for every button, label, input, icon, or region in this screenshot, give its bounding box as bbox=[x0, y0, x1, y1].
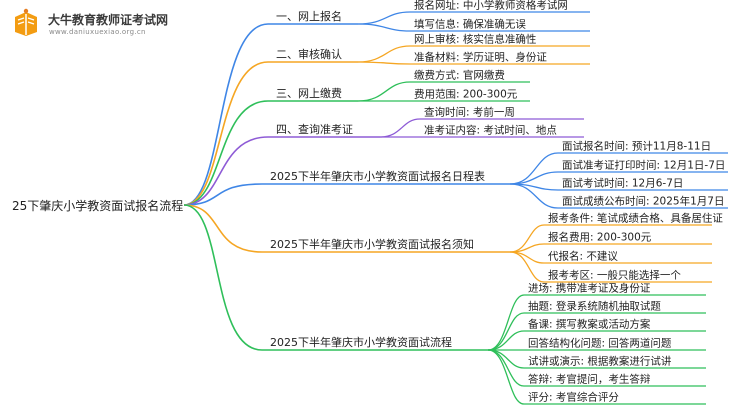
branch-label-5: 2025下半年肇庆市小学教资面试报名日程表 bbox=[270, 169, 485, 183]
logo-url: www.daniuxuexiao.org.cn bbox=[49, 28, 146, 36]
leaf-label: 查询时间: 考前一周 bbox=[424, 106, 515, 119]
leaf-connector-5-2 bbox=[509, 171, 559, 185]
root-node-label: 25下肇庆小学教资面试报名流程 bbox=[12, 198, 183, 213]
leaf-label: 抽题: 登录系统随机抽取试题 bbox=[528, 300, 661, 313]
branch-connector-7 bbox=[183, 204, 263, 351]
leaf-connector-6-4 bbox=[509, 251, 545, 283]
leaf-label: 报名费用: 200-300元 bbox=[548, 231, 652, 244]
leaf-label: 答辩: 考官提问，考生答辩 bbox=[528, 373, 651, 386]
leaf-label: 填写信息: 确保准确无误 bbox=[414, 18, 526, 31]
branch-connector-4 bbox=[183, 136, 269, 206]
logo-title: 大牛教育教师证考试网 bbox=[48, 13, 169, 27]
leaf-label: 进场: 携带准考证及身份证 bbox=[528, 282, 651, 295]
leaf-label: 准考证内容: 考试时间、地点 bbox=[424, 124, 557, 137]
branch-label-3: 三、网上缴费 bbox=[276, 86, 342, 100]
leaf-connector-1-1 bbox=[357, 11, 411, 25]
leaf-connector-1-2 bbox=[357, 23, 411, 32]
leaf-label: 代报名: 不建议 bbox=[548, 250, 618, 263]
branch-label-6: 2025下半年肇庆市小学教资面试报名须知 bbox=[270, 237, 474, 251]
leaf-label: 报名网址: 中小学教师资格考试网 bbox=[414, 0, 568, 12]
branch-label-1: 一、网上报名 bbox=[276, 9, 342, 23]
leaf-label: 面试准考证打印时间: 12月1日-7日 bbox=[562, 159, 725, 172]
leaf-connector-7-7 bbox=[487, 349, 525, 405]
branch-connector-1 bbox=[183, 23, 269, 206]
leaf-label: 试讲或演示: 根据教案进行试讲 bbox=[528, 355, 672, 368]
leaf-label: 回答结构化问题: 回答两道问题 bbox=[528, 337, 672, 350]
branch-label-7: 2025下半年肇庆市小学教资面试流程 bbox=[270, 335, 452, 349]
leaf-label: 面试考试时间: 12月6-7日 bbox=[562, 177, 683, 190]
leaf-connector-4-1 bbox=[379, 118, 421, 138]
leaf-label: 网上审核: 核实信息准确性 bbox=[414, 33, 536, 46]
leaf-label: 面试报名时间: 预计11月8-11日 bbox=[562, 140, 711, 153]
branch-label-2: 二、审核确认 bbox=[276, 47, 342, 61]
branch-connector-2 bbox=[183, 61, 269, 206]
leaf-label: 报考条件: 笔试成绩合格、具备居住证 bbox=[548, 212, 723, 225]
branch-connector-6 bbox=[183, 204, 263, 253]
leaf-label: 费用范围: 200-300元 bbox=[414, 88, 518, 101]
leaf-connector-6-3 bbox=[509, 251, 545, 264]
book-logo-icon bbox=[15, 8, 37, 36]
leaf-label: 准备材料: 学历证明、身份证 bbox=[414, 51, 547, 64]
branch-label-4: 四、查询准考证 bbox=[276, 122, 353, 136]
leaf-connector-2-2 bbox=[357, 61, 411, 65]
branch-connector-3 bbox=[183, 100, 269, 206]
leaf-label: 评分: 考官综合评分 bbox=[528, 391, 619, 404]
leaf-label: 备课: 撰写教案或活动方案 bbox=[528, 318, 651, 331]
leaf-connector-7-6 bbox=[487, 349, 525, 387]
leaf-connector-5-4 bbox=[509, 183, 559, 209]
leaf-label: 缴费方式: 官网缴费 bbox=[414, 69, 505, 82]
leaf-label: 报考考区: 一般只能选择一个 bbox=[548, 269, 681, 282]
leaf-label: 面试成绩公布时间: 2025年1月7日 bbox=[562, 195, 724, 208]
branch-connector-5 bbox=[183, 183, 263, 206]
leaf-connector-2-1 bbox=[357, 45, 411, 63]
logo: 大牛教育教师证考试网 www.daniuxuexiao.org.cn bbox=[12, 8, 202, 42]
leaf-connector-3-1 bbox=[357, 81, 411, 102]
